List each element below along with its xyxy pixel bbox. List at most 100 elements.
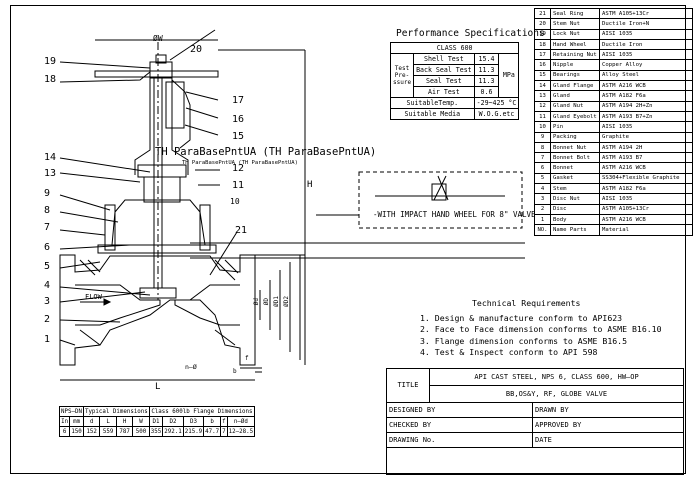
dims-col-header: In — [58, 416, 71, 427]
part-no: 21 — [534, 7, 551, 20]
part-no: 5 — [534, 172, 551, 185]
dims-header-npsdn: NPS—DN — [59, 406, 84, 417]
lock-nut — [155, 54, 167, 64]
dim-D1-label: ØD1 — [273, 296, 280, 307]
dims-cell: 787 — [115, 426, 134, 437]
class-label: CLASS 600 — [389, 42, 520, 54]
part-material: ASTM A182 F6a — [599, 90, 693, 102]
part-material: Alloy Steel — [599, 69, 693, 82]
part-no: 19 — [534, 28, 551, 40]
perf-row-value: 0.6 — [473, 86, 500, 98]
valve-body — [59, 254, 256, 366]
part-name: Packing — [550, 131, 600, 143]
perf-row-name: Seal Test — [413, 75, 475, 87]
callout-7: 7 — [44, 222, 51, 233]
suitable-temp-label: SuitableTemp. — [390, 97, 475, 109]
part-name: Gland Nut — [550, 100, 600, 112]
title-line-1: API CAST STEEL, NPS 6, CLASS 600, HW—OP — [429, 368, 684, 386]
dim-b-label: b — [233, 368, 237, 375]
technical-requirements: Technical Requirements 1. Design & manuf… — [420, 298, 662, 359]
part-material: Ductile Iron — [599, 38, 693, 51]
performance-table: CLASS 600 Test Pre- ssure Shell Test 15.… — [389, 42, 520, 120]
title-block: TITLE API CAST STEEL, NPS 6, CLASS 600, … — [386, 368, 684, 475]
callout-12: 12 — [232, 163, 245, 174]
title-line-2: BB,OS&Y, RF, GLOBE VALVE — [429, 385, 684, 403]
callout-1: 1 — [44, 334, 51, 345]
part-name: Gland — [550, 90, 600, 102]
suitable-temp-value: -29~425 °C — [473, 97, 520, 109]
dim-d-label: Ød — [253, 298, 260, 306]
drawn-by-label: DRAWN BY — [532, 402, 684, 418]
callout-5: 5 — [44, 261, 51, 272]
dims-col-header: D1 — [148, 416, 164, 427]
packing-box — [143, 176, 181, 203]
drawing-frame — [10, 5, 686, 474]
part-material: AISI 1035 — [599, 49, 693, 61]
part-no: 10 — [534, 121, 551, 133]
performance-title: Performance Specifications — [396, 28, 545, 39]
part-no: 15 — [534, 69, 551, 82]
dims-cell: 215.9 — [182, 426, 205, 437]
dim-n-label: n—Ø — [185, 363, 197, 371]
part-name: Disc Nut — [550, 193, 600, 205]
callout-20: 20 — [190, 44, 203, 55]
dims-col-header: n—Ød — [226, 416, 256, 427]
callout-18: 18 — [44, 74, 57, 85]
callout-15: 15 — [232, 131, 245, 142]
part-name: Lock Nut — [550, 28, 600, 40]
part-material: Copper Alloy — [599, 59, 693, 71]
part-material: ASTM A216 WCB — [599, 80, 693, 92]
parts-header-material: Material — [599, 224, 693, 236]
part-no: 11 — [534, 110, 551, 123]
part-name: Stem — [550, 183, 600, 195]
part-name: Nipple — [550, 59, 600, 71]
watermark-small: TH ParaBasePntUA (TH ParaBasePntUA) — [182, 160, 298, 166]
suitable-media-label: Suitable Media — [390, 108, 475, 120]
callout-8: 8 — [44, 205, 51, 216]
part-material: AISI 1035 — [599, 121, 693, 133]
part-material: ASTM A194 2H+Zn — [599, 100, 693, 112]
part-material: ASTM A193 B7 — [599, 152, 693, 164]
part-material: AISI 1035 — [599, 28, 693, 40]
technical-title: Technical Requirements — [472, 298, 581, 308]
part-name: Disc — [550, 203, 600, 215]
parts-header-name: Name Parts — [550, 224, 600, 236]
callout-6: 6 — [44, 242, 51, 253]
callout-10: 10 — [230, 197, 240, 206]
dim-D2-label: ØD2 — [283, 296, 290, 307]
suitable-media-value: W.O.G.etc — [473, 108, 520, 120]
part-no: 14 — [534, 80, 551, 92]
callout-14: 14 — [44, 152, 57, 163]
dim-h-label: H — [307, 180, 313, 190]
part-name: Retaining Nut — [550, 49, 600, 61]
callout-17: 17 — [232, 95, 245, 106]
dims-col-header: W — [132, 416, 150, 427]
part-material: ASTM A216 WCB — [599, 213, 693, 226]
stem-nut-housing — [149, 61, 173, 79]
perf-row-name: Air Test — [413, 86, 475, 98]
part-no: 16 — [534, 59, 551, 71]
bonnet-flange — [97, 244, 217, 254]
yoke-hatch — [171, 79, 191, 149]
dims-cell: 47.7 — [203, 426, 222, 437]
test-pressure-label: Test Pre- ssure — [389, 53, 415, 98]
inlet-passage — [75, 284, 161, 326]
technical-item: 1. Design & manufacture conform to API62… — [420, 312, 623, 323]
part-no: 13 — [534, 90, 551, 102]
part-no: 1 — [534, 213, 551, 226]
dims-col-header: L — [99, 416, 117, 427]
part-name: Seal Ring — [550, 7, 600, 20]
part-material: ASTM A216 WCB — [599, 162, 693, 174]
perf-row-value: 11.3 — [473, 75, 500, 87]
part-material: ASTM A182 F6a — [599, 183, 693, 195]
part-name: Bonnet Bolt — [550, 152, 600, 164]
